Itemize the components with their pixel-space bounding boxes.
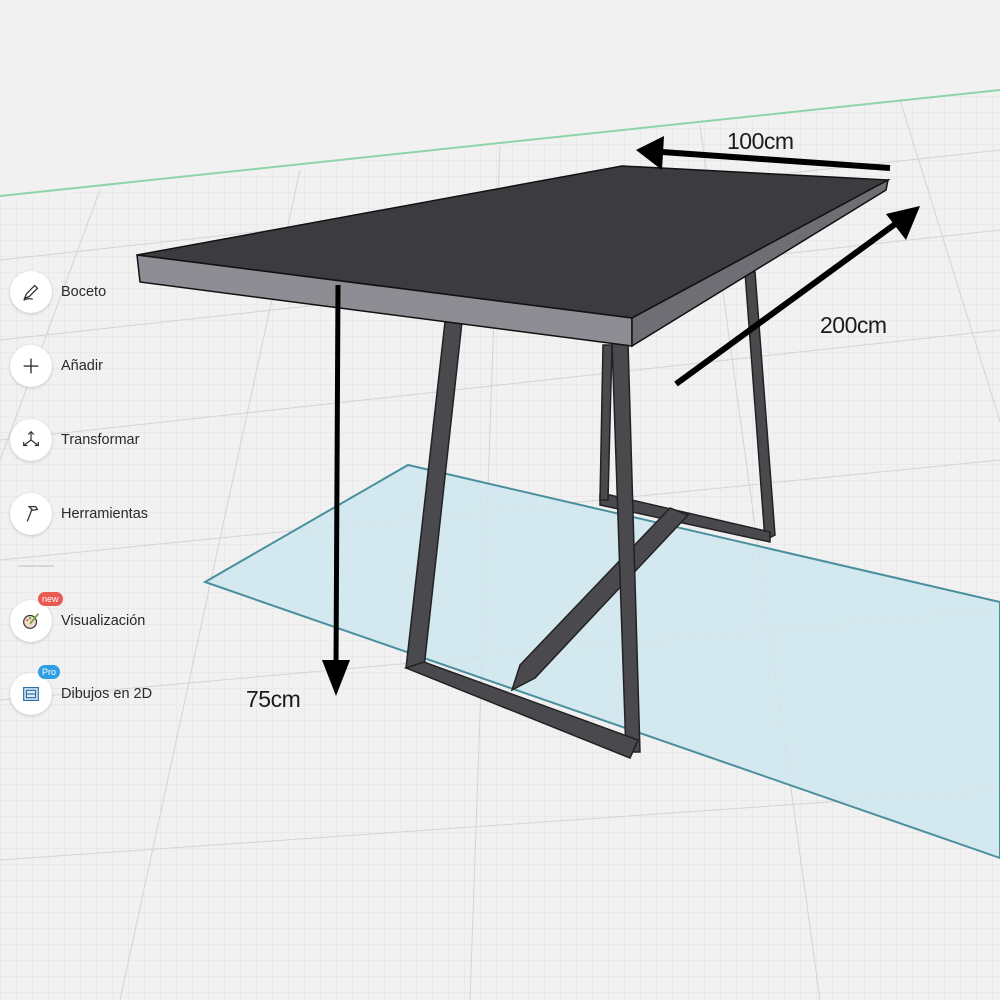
transform-arrows-icon [10, 419, 52, 461]
2d-drawings-tool-button[interactable]: Pro Dibujos en 2D [10, 664, 152, 724]
height-dimension-label: 75cm [246, 686, 301, 712]
floor-plane [202, 463, 1000, 860]
tabletop [136, 165, 891, 348]
add-tool-label: Añadir [61, 358, 103, 374]
add-tool-button[interactable]: Añadir [10, 336, 103, 396]
width-dimension-label: 100cm [727, 128, 794, 154]
pro-badge: Pro [38, 665, 61, 679]
plus-icon [10, 345, 52, 387]
tools-tool-label: Herramientas [61, 506, 149, 522]
transform-tool-button[interactable]: Transformar [10, 410, 139, 470]
length-dimension-label: 200cm [820, 312, 887, 338]
dimension-arrows [322, 136, 920, 696]
2d-drawings-tool-label: Dibujos en 2D [61, 686, 153, 702]
palette-brush-icon: new [10, 592, 63, 642]
tools-tool-button[interactable]: Herramientas [10, 484, 148, 544]
diagonal-brace [510, 507, 690, 692]
blueprint-icon: Pro [10, 665, 61, 715]
visualization-tool-button[interactable]: new Visualización [10, 591, 145, 651]
new-badge: new [38, 592, 63, 606]
sketch-tool-label: Boceto [61, 284, 107, 300]
visualization-tool-label: Visualización [61, 613, 146, 629]
horizon-line [0, 89, 1000, 197]
sketch-tool-button[interactable]: Boceto [10, 262, 106, 322]
pencil-sketch-icon [10, 271, 52, 313]
toolbar-divider [18, 565, 54, 567]
hammer-icon [10, 493, 52, 535]
front-leg-frame [403, 321, 641, 759]
transform-tool-label: Transformar [61, 432, 140, 448]
